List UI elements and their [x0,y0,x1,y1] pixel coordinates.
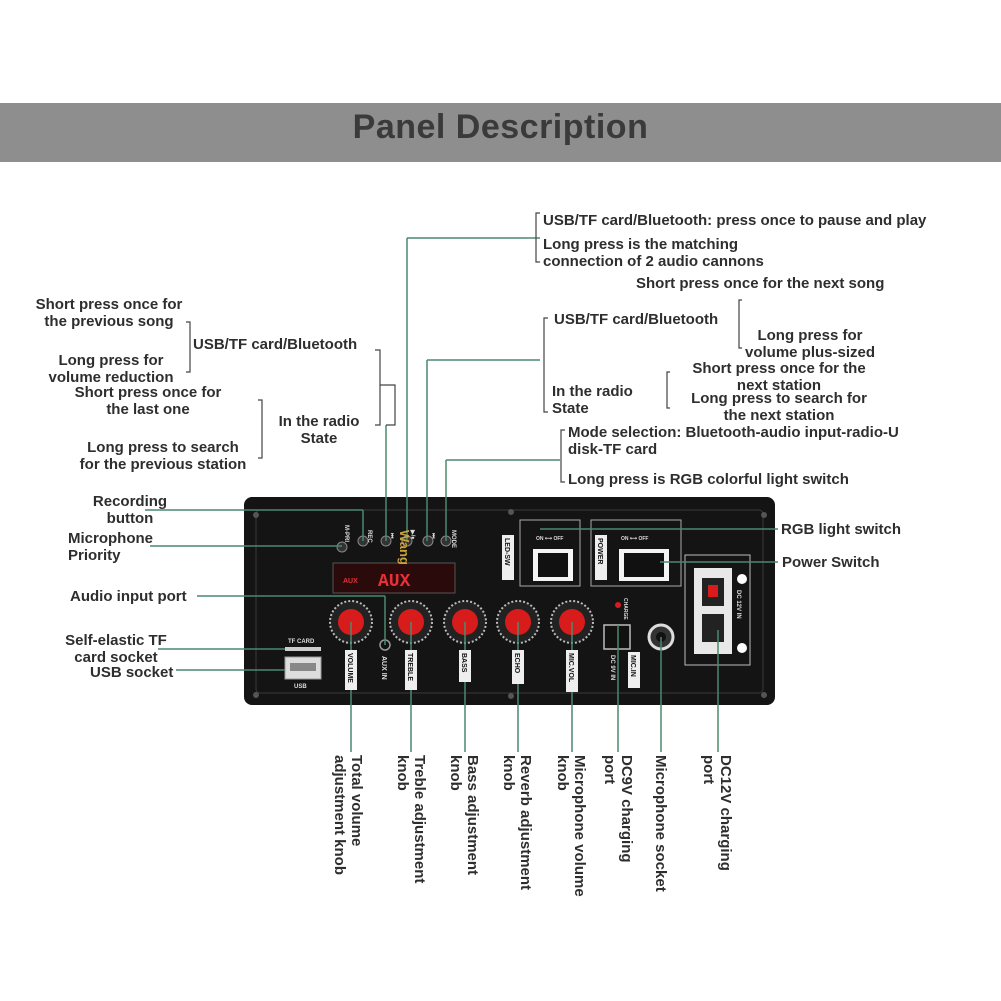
callout-usb-tf-bt-left: USB/TF card/Bluetooth [193,336,358,353]
callout-last-one: Short press once for the last one [66,384,230,418]
callout-mic-pri-1: Microphone [68,530,153,547]
callout-prev-song-1: Short press once for [35,296,183,313]
callout-long-press-match-1: Long press is the matching [543,236,739,253]
page-title: Panel Description [352,108,649,146]
display-tag: AUX [343,578,358,585]
dc12v-label: DC 12V IN [735,590,741,619]
callout-rgb-long: Long press is RGB colorful light switch [568,471,849,488]
power-label: POWER [596,538,603,564]
callout-search-prev: Long press to search for the previous st… [70,439,256,473]
callout-rec-btn-1: Recording [92,493,168,510]
btn-label-next: ⏭ [430,533,436,539]
knob-label-micvol: MIC.VOL [567,653,574,683]
callout-prev-song-2: the previous song [44,313,174,330]
callout-vol-plus-2: volume plus-sized [744,344,876,361]
knob-label-bass: BASS [460,653,467,673]
callout-vol-red: Long press for volume reduction [40,352,182,386]
power-on-off: ON ⟷ OFF [621,536,648,542]
bottom-label-dc9v: DC9V charging port [601,755,635,863]
callout-mic-pri-2: Priority [68,547,121,564]
callout-radio-right-2: State [552,400,589,417]
callout-search-prev-1: Long press to search [87,439,239,456]
callout-last-one-1: Short press once for [74,384,222,401]
callout-search-next-1: Long press to search for [691,390,867,407]
callout-tf-socket-2: card socket [74,649,158,666]
switches [519,519,682,587]
callout-tf-socket: Self-elastic TF card socket [56,632,176,666]
callout-radio-left-1: In the radio [278,413,360,430]
callout-vol-red-2: volume reduction [48,369,174,386]
led-on-off: ON ⟷ OFF [536,536,563,542]
bottom-label-mic-vol: Microphone volume knob [554,755,588,897]
callout-long-press-match-2: connection of 2 audio cannons [543,253,764,270]
callout-tf-socket-1: Self-elastic TF [65,632,167,649]
callout-last-one-2: the last one [106,401,190,418]
callout-vol-plus: Long press for volume plus-sized [742,327,878,361]
charge-led [615,602,621,608]
title-banner [0,103,1001,162]
knob-label-volume: VOLUME [346,653,353,683]
callout-prev-song: Short press once for the previous song [30,296,188,330]
btn-label-rec: REC [366,530,372,543]
callout-pause-play: USB/TF card/Bluetooth: press once to pau… [543,212,927,229]
btn-label-mpri: M-PRI [343,525,349,542]
callout-vol-plus-1: Long press for [757,327,863,344]
dc9v-label: DC 9V IN [609,655,615,680]
callout-mode-sel-1: Mode selection: Bluetooth-audio input-ra… [568,424,899,441]
callout-search-next: Long press to search for the next statio… [686,390,872,424]
btn-label-prev: ⏮ [388,533,394,539]
callout-search-next-2: the next station [723,407,835,424]
callout-next-station-2: next station [736,377,822,394]
usb-label: USB [294,684,307,690]
callout-rgb-switch: RGB light switch [781,521,901,538]
callout-next-station-1: Short press once for the [692,360,866,377]
brand-logo: Wang [397,530,412,565]
led-display [332,562,456,594]
btn-label-play: ▶/⏸ [409,529,416,539]
tf-card-label: TF CARD [288,639,315,645]
callout-rec-btn: Recording button [80,493,180,527]
aux-in-label: AUX IN [380,656,387,680]
callout-search-prev-2: for the previous station [79,456,247,473]
callout-radio-left-2: State [300,430,338,447]
display-text: AUX [378,572,411,592]
callout-rec-btn-2: button [106,510,154,527]
knob-label-echo: ECHO [513,653,520,674]
callout-power-switch: Power Switch [782,554,880,571]
led-sw-label: LED-SW [503,538,510,566]
callout-next-song: Short press once for the next song [636,275,885,292]
callout-radio-left: In the radio State [268,413,370,447]
leader-lines [145,237,778,752]
bottom-label-reverb: Reverb adjustment knob [500,755,534,891]
callout-radio-right-1: In the radio [552,383,633,400]
callout-audio-in: Audio input port [70,588,187,605]
dc9v-port [603,624,631,650]
brackets [186,212,742,483]
bottom-label-treble: Treble adjustment knob [394,755,428,884]
callout-mic-pri: Microphone Priority [68,530,153,564]
bottom-label-volume: Total volume adjustment knob [331,755,365,876]
tf-slot [285,647,321,651]
bottom-label-mic-socket: Microphone socket [652,755,669,892]
callout-usb-tf-bt-right: USB/TF card/Bluetooth [554,311,719,328]
callout-mode-sel-2: disk-TF card [568,441,658,458]
charge-label: CHARGE [622,598,628,620]
callout-mode-sel: Mode selection: Bluetooth-audio input-ra… [568,424,899,458]
callout-vol-red-1: Long press for [58,352,164,369]
knob-label-treble: TREBLE [406,653,413,681]
btn-label-mode: MODE [450,530,456,548]
callout-usb-socket: USB socket [90,664,174,681]
bottom-label-dc12v: DC12V charging port [700,755,734,871]
callout-next-station: Short press once for the next station [686,360,872,394]
callout-radio-right: In the radio State [552,383,633,417]
bottom-label-bass: Bass adjustment knob [447,755,481,876]
mic-in-label: MIC.IN [629,655,636,677]
